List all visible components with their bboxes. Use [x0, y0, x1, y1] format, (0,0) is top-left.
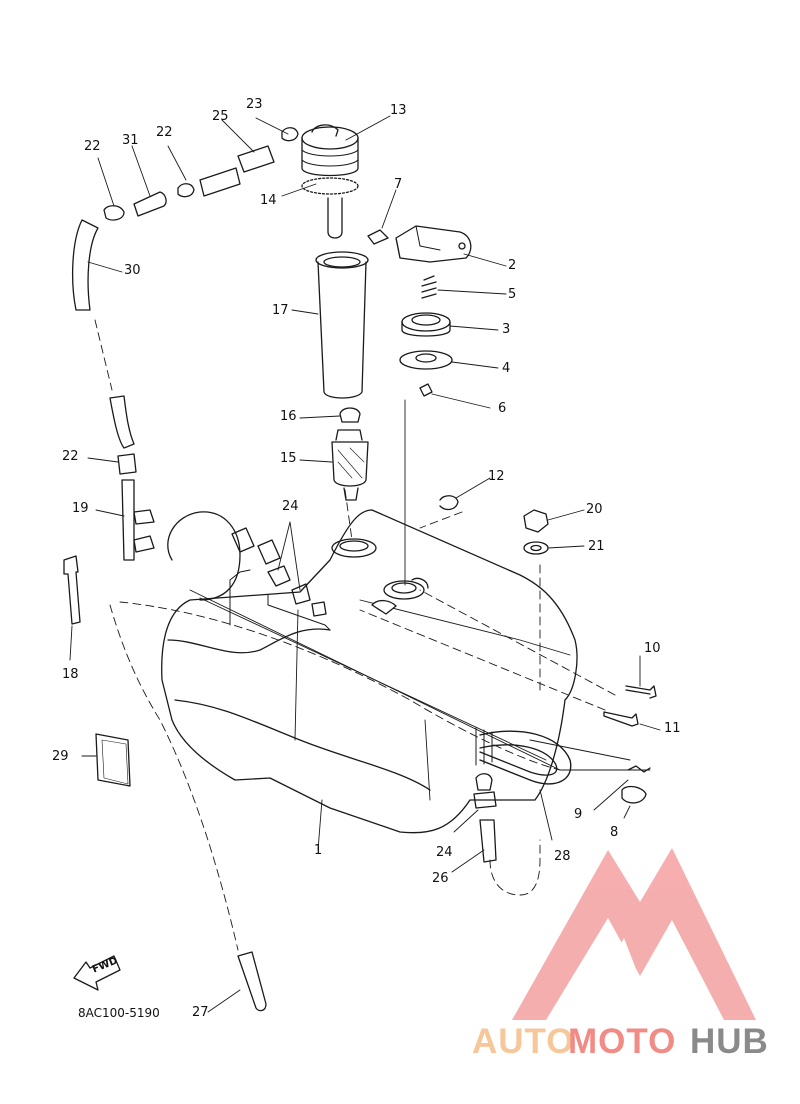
callout-22-lower: 22: [62, 449, 79, 464]
fuel-cap: [301, 124, 359, 239]
callout-10: 10: [644, 641, 661, 656]
watermark-brand-moto: MOTO: [568, 1022, 677, 1061]
fuel-tank: [161, 509, 578, 834]
fwd-arrow: [73, 955, 121, 991]
callout-22-mid: 22: [156, 125, 173, 140]
breather-hose: [475, 727, 572, 785]
callout-23: 23: [246, 97, 263, 112]
leader-lines: [69, 115, 661, 1013]
callout-19: 19: [72, 501, 89, 516]
fuel-filter: [331, 407, 369, 501]
caution-label: [95, 733, 131, 787]
callout-2: 2: [508, 258, 517, 273]
left-hose-group: [71, 127, 299, 561]
callout-25: 25: [212, 109, 229, 124]
callout-31: 31: [122, 133, 139, 148]
hose-routing-lines: [94, 319, 651, 951]
watermark-logo-icon: [512, 848, 756, 1020]
callout-9: 9: [574, 807, 583, 822]
callout-17: 17: [272, 303, 289, 318]
callout-3: 3: [502, 322, 511, 337]
rubber-band: [63, 555, 81, 625]
callout-12: 12: [488, 469, 505, 484]
callout-14: 14: [260, 193, 277, 208]
callout-11: 11: [664, 721, 681, 736]
filler-tube: [315, 251, 369, 399]
callout-16: 16: [280, 409, 297, 424]
part-code: 8AC100-5190: [78, 1006, 160, 1020]
callout-24-upper: 24: [282, 499, 299, 514]
callout-26: 26: [432, 871, 449, 886]
callout-27: 27: [192, 1005, 209, 1020]
callout-21: 21: [588, 539, 605, 554]
fuel-cock-parts: [367, 225, 472, 397]
callout-28: 28: [554, 849, 571, 864]
lower-hoses: [231, 527, 497, 1012]
callout-20: 20: [586, 502, 603, 517]
watermark-brand-hub: HUB: [690, 1022, 769, 1061]
callout-4: 4: [502, 361, 511, 376]
callout-24-lower: 24: [436, 845, 453, 860]
callout-29: 29: [52, 749, 69, 764]
callout-8: 8: [610, 825, 619, 840]
fasteners: [439, 495, 657, 804]
callout-6: 6: [498, 401, 507, 416]
callout-7: 7: [394, 177, 403, 192]
callout-22-top: 22: [84, 139, 101, 154]
callout-13: 13: [390, 103, 407, 118]
watermark-brand-auto: AUTO: [472, 1022, 575, 1061]
callout-5: 5: [508, 287, 517, 302]
callout-18: 18: [62, 667, 79, 682]
callout-1: 1: [314, 843, 323, 858]
callout-30: 30: [124, 263, 141, 278]
callout-15: 15: [280, 451, 297, 466]
